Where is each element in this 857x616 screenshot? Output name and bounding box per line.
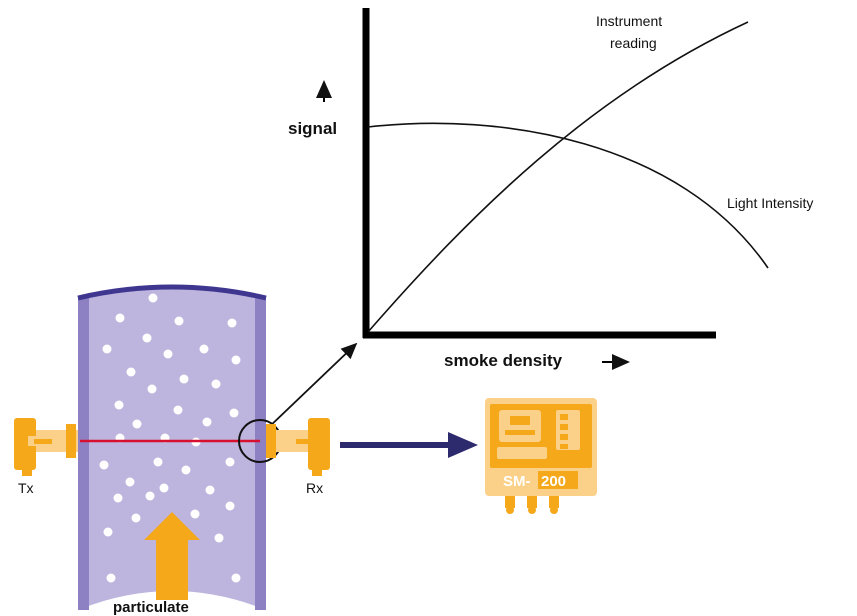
receiver [266, 418, 330, 476]
stack-duct [77, 284, 282, 610]
duct-left-wall [78, 298, 89, 610]
light-intensity-label: Light Intensity [727, 195, 813, 211]
signal-arrow [340, 432, 478, 458]
duct-top-edge [77, 284, 267, 301]
graph: signal smoke density Instrument reading … [267, 8, 813, 429]
sm200-monitor: SM- 200 [485, 398, 597, 514]
instrument-reading-curve [367, 21, 749, 333]
receiver-label: Rx [306, 480, 323, 496]
zoom-pointer-arrow [267, 342, 358, 429]
transmitter-label: Tx [18, 480, 34, 496]
y-axis-label: signal [288, 119, 337, 138]
duct-body [78, 287, 266, 610]
duct-right-wall [255, 298, 266, 610]
model-prefix: SM- [503, 473, 531, 490]
particulate-flow-arrow [144, 512, 200, 600]
x-axis-label: smoke density [444, 351, 563, 370]
instrument-reading-label-line2: reading [610, 35, 657, 51]
transmitter [14, 418, 78, 476]
model-number: 200 [541, 473, 566, 490]
flow-label: particulate [113, 599, 189, 616]
instrument-reading-label-line1: Instrument [596, 13, 662, 29]
light-intensity-curve [367, 122, 769, 269]
